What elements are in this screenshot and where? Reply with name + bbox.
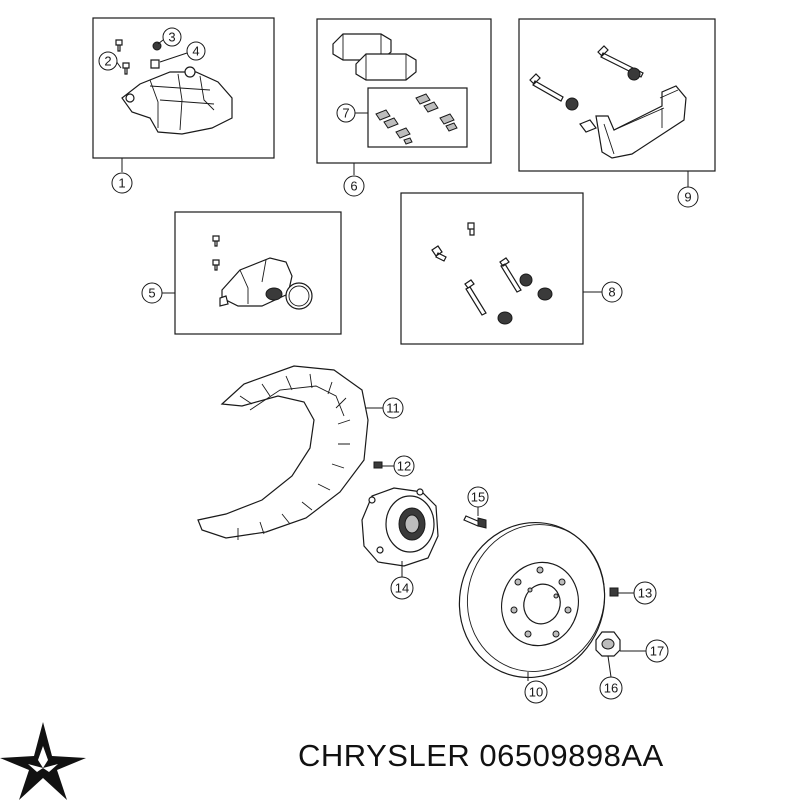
caliper-piston-box — [174, 211, 342, 335]
callout-10-label: 10 — [529, 685, 543, 700]
guide-pins — [431, 222, 553, 325]
callout-14[interactable] — [390, 576, 414, 600]
caliper-half — [219, 257, 293, 307]
callout-12-label: 12 — [397, 459, 411, 474]
callout-3[interactable] — [162, 27, 182, 47]
shield-bolt — [373, 461, 383, 469]
callout-1-label: 1 — [118, 176, 125, 191]
callout-8[interactable] — [601, 281, 623, 303]
caliper-bracket-group: 9 — [518, 18, 716, 208]
pad-clip-box — [367, 87, 468, 148]
hub-bearing — [361, 487, 439, 567]
bracket-bolts — [529, 45, 644, 111]
callout-7-label: 7 — [342, 106, 349, 121]
brake-pad-box — [316, 18, 492, 164]
callout-4[interactable] — [186, 41, 206, 61]
callout-17[interactable] — [645, 639, 669, 663]
chrysler-pentastar-icon — [0, 722, 86, 800]
callout-16[interactable] — [599, 676, 623, 700]
callout-9-label: 9 — [684, 190, 691, 205]
callout-12[interactable] — [393, 455, 415, 477]
brake-pads — [332, 33, 417, 81]
brand-title: CHRYSLER 06509898AA — [298, 738, 664, 774]
bleeder-cap — [152, 41, 162, 51]
callout-8-label: 8 — [608, 285, 615, 300]
callout-4-label: 4 — [192, 44, 199, 59]
caliper-bracket-box — [518, 18, 716, 172]
bleeder-screw — [150, 59, 160, 69]
brake-pad-group: 7 6 — [316, 18, 492, 197]
bleeder-bolts — [115, 39, 130, 75]
callout-6-label: 6 — [350, 179, 357, 194]
pad-clips — [375, 93, 458, 145]
callout-2[interactable] — [98, 51, 118, 71]
caliper-piston-group: 5 — [141, 211, 342, 335]
callout-3-label: 3 — [168, 30, 175, 45]
guide-pin-group: 8 — [400, 192, 623, 345]
callout-11[interactable] — [382, 397, 404, 419]
callout-2-label: 2 — [104, 54, 111, 69]
caliper-box — [92, 17, 275, 159]
guide-pin-box — [400, 192, 584, 345]
callout-1[interactable] — [111, 172, 133, 194]
dust-shield — [197, 365, 369, 540]
part-number: 06509898AA — [479, 738, 664, 773]
rotor-screw — [609, 587, 619, 597]
piston-bleeders — [212, 235, 220, 271]
callout-5-label: 5 — [148, 286, 155, 301]
caliper-group: 1 2 3 4 — [92, 17, 275, 194]
piston-seal-ring — [285, 282, 313, 310]
callout-10[interactable] — [524, 680, 548, 704]
callout-7[interactable] — [336, 103, 356, 123]
callout-14-label: 14 — [395, 581, 409, 596]
callout-5[interactable] — [141, 282, 163, 304]
axle-nut — [595, 631, 621, 657]
callout-16-label: 16 — [604, 681, 618, 696]
callout-15[interactable] — [467, 486, 489, 508]
brake-rotor — [458, 521, 606, 679]
callout-13-label: 13 — [638, 586, 652, 601]
brand-name: CHRYSLER — [298, 738, 471, 773]
hub-bolt — [463, 515, 487, 529]
callout-17-label: 17 — [650, 644, 664, 659]
caliper-bracket — [579, 85, 687, 159]
callout-15-label: 15 — [471, 490, 485, 505]
callout-9[interactable] — [677, 186, 699, 208]
callout-6[interactable] — [343, 175, 365, 197]
caliper-body — [121, 66, 233, 135]
callout-11-label: 11 — [386, 401, 400, 416]
callout-13[interactable] — [633, 581, 657, 605]
